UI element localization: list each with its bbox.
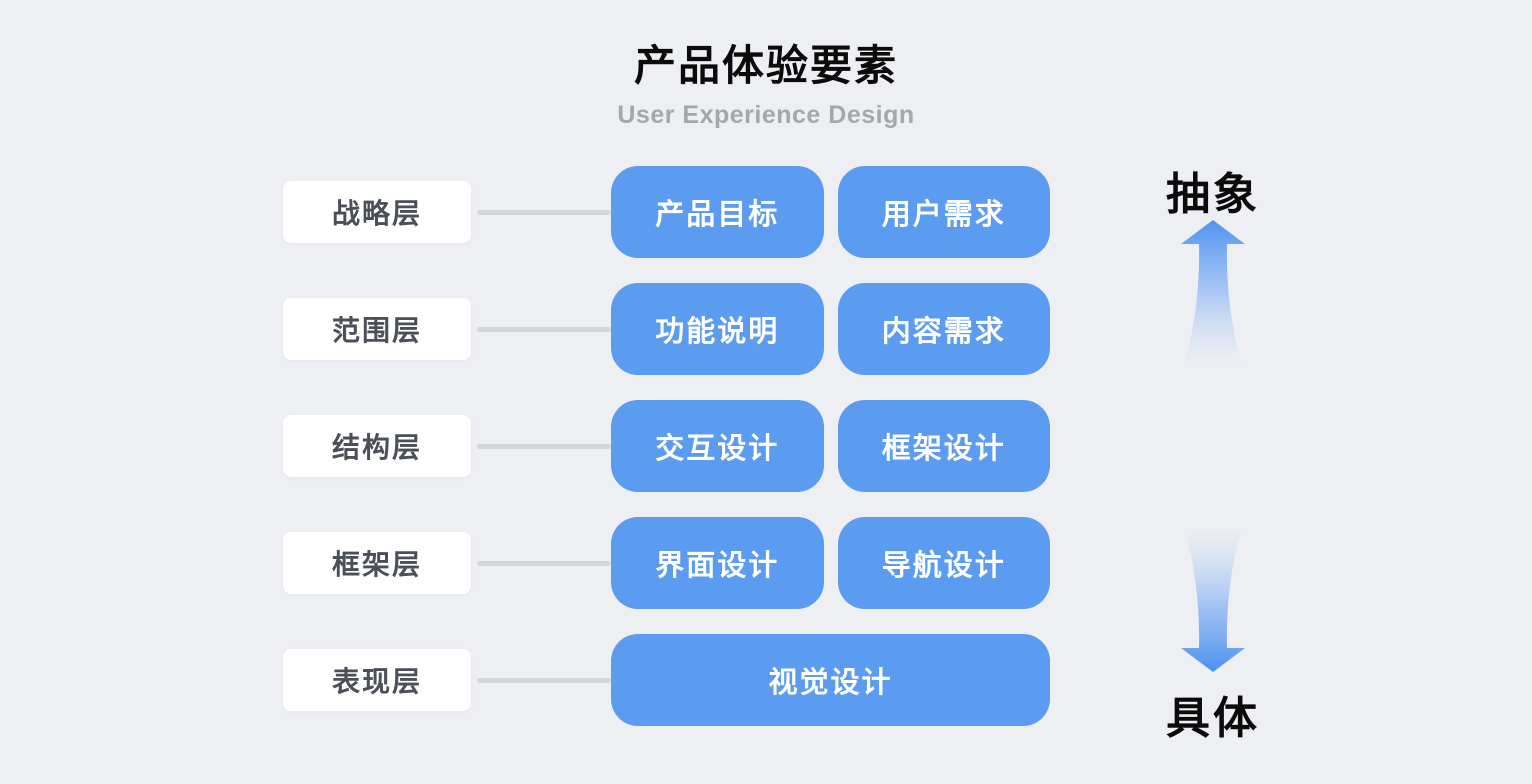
layer-label-skeleton: 框架层 — [283, 532, 471, 594]
page-subtitle: User Experience Design — [617, 101, 915, 129]
connector-line — [477, 677, 611, 683]
card-visual-design: 视觉设计 — [611, 634, 1050, 726]
page-title: 产品体验要素 — [633, 42, 898, 89]
layer-label-scope: 范围层 — [283, 298, 471, 360]
layer-label-structure: 结构层 — [283, 415, 471, 477]
layer-rows: 战略层 产品目标 用户需求 范围层 功能说明 内容需求 结构层 交互设计 框架设… — [283, 166, 1050, 726]
layer-label-surface: 表现层 — [283, 649, 471, 711]
layer-row-scope: 范围层 功能说明 内容需求 — [283, 283, 1050, 375]
layer-row-skeleton: 框架层 界面设计 导航设计 — [283, 517, 1050, 609]
connector-line — [477, 560, 611, 566]
card-group: 视觉设计 — [611, 634, 1050, 726]
card-group: 交互设计 框架设计 — [611, 400, 1050, 492]
header: 产品体验要素 User Experience Design — [0, 32, 1532, 130]
card-interaction-design: 交互设计 — [611, 400, 824, 492]
card-content-requirements: 内容需求 — [837, 283, 1050, 375]
layer-row-structure: 结构层 交互设计 框架设计 — [283, 400, 1050, 492]
card-product-goals: 产品目标 — [611, 166, 824, 258]
layer-row-surface: 表现层 视觉设计 — [283, 634, 1050, 726]
connector-line — [477, 326, 611, 332]
card-interface-design: 界面设计 — [611, 517, 824, 609]
up-arrow-icon — [1181, 220, 1245, 368]
card-framework-design: 框架设计 — [837, 400, 1050, 492]
card-user-needs: 用户需求 — [837, 166, 1050, 258]
card-functional-specs: 功能说明 — [611, 283, 824, 375]
layer-row-strategy: 战略层 产品目标 用户需求 — [283, 166, 1050, 258]
axis-label-abstract: 抽象 — [1166, 170, 1260, 219]
layer-label-strategy: 战略层 — [283, 181, 471, 243]
connector-line — [477, 209, 611, 215]
connector-line — [477, 443, 611, 449]
card-group: 功能说明 内容需求 — [611, 283, 1050, 375]
axis-label-concrete: 具体 — [1166, 694, 1260, 743]
card-navigation-design: 导航设计 — [837, 517, 1050, 609]
card-group: 产品目标 用户需求 — [611, 166, 1050, 258]
card-group: 界面设计 导航设计 — [611, 517, 1050, 609]
down-arrow-icon — [1181, 528, 1245, 672]
